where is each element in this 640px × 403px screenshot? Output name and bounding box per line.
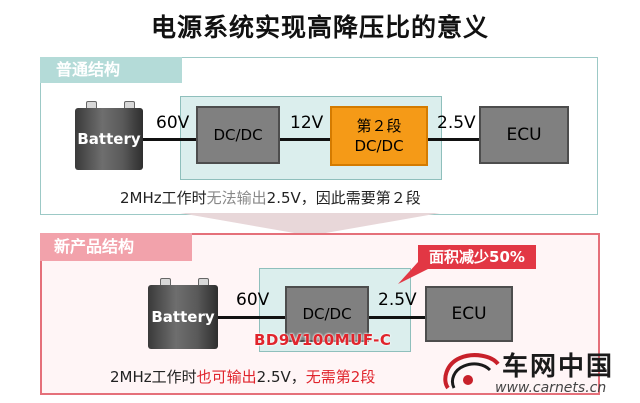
note-text: 2MHz工作时 [110, 368, 197, 386]
second-stage-label: 第２段 [356, 117, 402, 135]
input-voltage-label: 60V [156, 113, 190, 133]
area-reduction-callout: 面积减少50% [418, 245, 536, 269]
battery-icon: Battery [75, 108, 143, 170]
wire [428, 138, 479, 141]
output-voltage-label: 2.5V [378, 290, 417, 310]
page-title: 电源系统实现高降压比的意义 [150, 13, 489, 42]
note-text-emphasis: 无需第2段 [305, 368, 376, 386]
transition-arrow [180, 213, 440, 234]
note-text: 2MHz工作时 [120, 189, 207, 207]
input-voltage-label: 60V [236, 290, 270, 310]
new-product-note: 2MHz工作时也可输出2.5V，无需第2段 [110, 366, 375, 387]
dcdc-label: DC/DC [302, 305, 352, 323]
note-text: 2.5V，因此需要第２段 [266, 189, 421, 207]
logo-name: 车网中国 [502, 352, 615, 382]
part-number-label: BD9V100MUF-C [254, 331, 392, 349]
note-text-emphasis: 也可输出 [196, 368, 257, 386]
output-voltage-label: 2.5V [437, 113, 476, 133]
wire [369, 316, 425, 319]
wire [143, 138, 196, 141]
ecu-label: ECU [451, 304, 487, 324]
note-text: 2.5V， [256, 368, 306, 386]
second-stage-dcdc-label: DC/DC [354, 137, 404, 155]
second-stage-dcdc: 第２段 DC/DC [330, 106, 428, 166]
dcdc-converter-1: DC/DC [196, 106, 280, 164]
dcdc-label: DC/DC [213, 126, 263, 144]
battery-icon: Battery [148, 285, 218, 349]
note-text-emphasis: 无法输出 [206, 189, 267, 207]
ecu-block: ECU [425, 286, 513, 342]
ecu-label: ECU [506, 125, 542, 145]
ecu-block: ECU [479, 106, 569, 164]
conventional-structure-tab: 普通结构 [40, 57, 182, 83]
battery-label: Battery [77, 130, 141, 148]
new-product-structure-tab: 新产品结构 [40, 233, 192, 261]
intermediate-voltage-label: 12V [290, 113, 324, 133]
wire [218, 316, 285, 319]
conventional-note: 2MHz工作时无法输出2.5V，因此需要第２段 [120, 187, 421, 208]
dcdc-converter: DC/DC [285, 286, 369, 342]
wire [280, 138, 330, 141]
battery-label: Battery [151, 308, 215, 326]
logo-url: www.carnets.cn [495, 380, 607, 396]
carnets-logo-icon [443, 353, 500, 390]
